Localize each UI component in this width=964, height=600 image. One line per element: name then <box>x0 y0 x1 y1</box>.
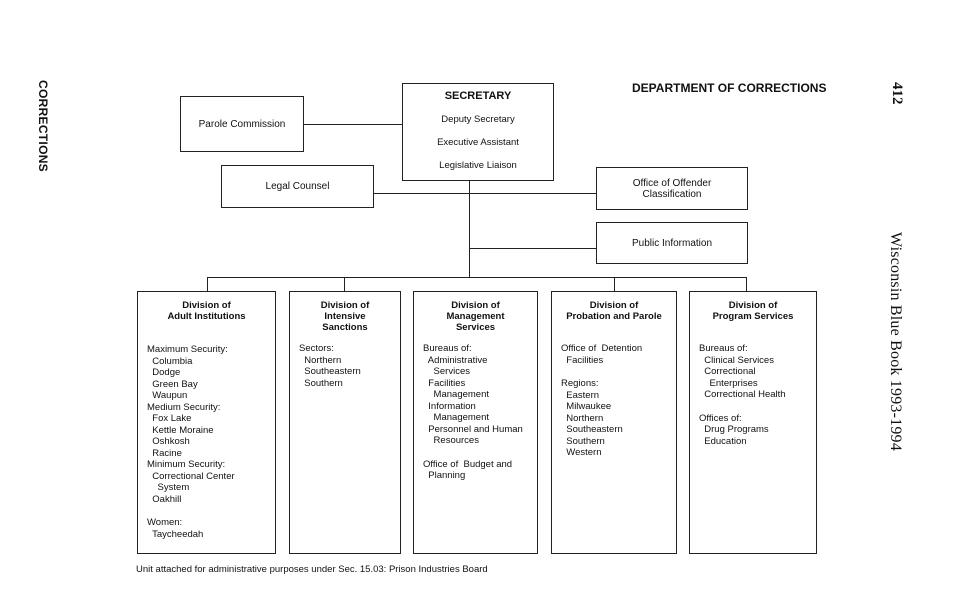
division-line: Correctional Health <box>699 389 786 400</box>
department-header: DEPARTMENT OF CORRECTIONS <box>632 81 827 95</box>
division-line: Offices of: <box>699 412 742 424</box>
side-section-label: CORRECTIONS <box>36 80 50 172</box>
connector-divisions-bar <box>207 277 747 279</box>
division-box: Division of Management Services Bureaus … <box>413 291 538 554</box>
division-line: Oshkosh <box>147 436 190 447</box>
secretary-title: SECRETARY <box>444 90 512 102</box>
connector-div-5 <box>746 277 748 291</box>
page-number: 412 <box>889 82 905 105</box>
division-line: Southern <box>561 435 605 447</box>
division-body: Bureaus of: Administrative Services Faci… <box>414 343 537 482</box>
division-line: Western <box>561 447 602 458</box>
division-title: Division of Management Services <box>446 300 505 333</box>
division-line: Northern <box>561 412 604 424</box>
book-title: Wisconsin Blue Book 1993-1994 <box>887 232 904 451</box>
division-line: Fox Lake <box>147 413 192 424</box>
division-line: Enterprises <box>699 377 758 389</box>
connector-div-1 <box>207 277 209 291</box>
division-line: Women: <box>147 517 183 528</box>
division-line: Office of Detention <box>561 343 643 354</box>
connector-legal-offender <box>374 193 596 195</box>
division-line: Milwaukee <box>561 401 612 412</box>
secretary-line: Executive Assistant <box>437 137 519 148</box>
parole-commission-label: Parole Commission <box>198 118 286 130</box>
division-line: Southern <box>299 377 343 389</box>
legal-counsel-label: Legal Counsel <box>265 181 330 192</box>
division-line: System <box>147 482 190 493</box>
division-line: Minimum Security: <box>147 459 226 470</box>
division-line: Dodge <box>147 367 181 378</box>
division-line: Medium Security: <box>147 401 221 413</box>
division-line: Planning <box>423 470 466 481</box>
division-line: Correctional <box>699 366 756 377</box>
division-line: Eastern <box>561 389 600 401</box>
connector-public-info <box>469 248 596 250</box>
division-line: Management <box>423 389 490 400</box>
division-line: Drug Programs <box>699 424 769 435</box>
division-line: Information <box>423 400 476 412</box>
division-box: Division of Probation and Parole Office … <box>551 291 677 554</box>
division-line: Bureaus of: <box>699 343 748 354</box>
division-box: Division of Adult Institutions Maximum S… <box>137 291 276 554</box>
connector-div-2 <box>344 277 346 291</box>
division-line: Kettle Moraine <box>147 424 214 436</box>
connector-parole <box>304 124 402 126</box>
secretary-line: Deputy Secretary <box>441 114 515 125</box>
spacer <box>147 505 275 517</box>
division-title: Division of Intensive Sanctions <box>320 300 370 333</box>
division-line: Facilities <box>423 377 466 389</box>
legal-counsel-box: Legal Counsel <box>221 165 374 208</box>
division-line: Personnel and Human <box>423 423 523 435</box>
division-line: Waupun <box>147 390 188 401</box>
spacer <box>423 447 537 459</box>
division-line: Green Bay <box>147 378 198 390</box>
division-body: Maximum Security: Columbia Dodge Green B… <box>138 344 275 540</box>
division-line: Office of Budget and <box>423 458 513 470</box>
division-line: Services <box>423 366 470 377</box>
division-line: Management <box>423 412 490 423</box>
public-information-box: Public Information <box>596 222 748 264</box>
division-line: Bureaus of: <box>423 343 472 354</box>
parole-commission-box: Parole Commission <box>180 96 304 152</box>
division-box: Division of Program Services Bureaus of:… <box>689 291 817 554</box>
division-box: Division of Intensive Sanctions Sectors:… <box>289 291 401 554</box>
public-information-label: Public Information <box>631 237 713 249</box>
division-line: Correctional Center <box>147 470 235 482</box>
division-line: Northern <box>299 354 342 366</box>
connector-main-vertical <box>469 180 471 278</box>
division-line: Administrative <box>423 354 488 366</box>
division-line: Southeastern <box>561 424 623 435</box>
division-title: Division of Adult Institutions <box>167 300 246 322</box>
offender-classification-label: Office of Offender Classification <box>632 177 712 200</box>
division-line: Regions: <box>561 378 599 389</box>
division-line: Columbia <box>147 355 193 367</box>
division-line: Taycheedah <box>147 528 204 540</box>
division-body: Bureaus of: Clinical Services Correction… <box>690 343 816 447</box>
division-line: Maximum Security: <box>147 344 228 355</box>
division-line: Clinical Services <box>699 354 774 366</box>
division-line: Resources <box>423 435 479 446</box>
division-line: Racine <box>147 447 182 459</box>
division-title: Division of Probation and Parole <box>566 300 662 322</box>
footnote: Unit attached for administrative purpose… <box>136 564 488 575</box>
offender-classification-box: Office of Offender Classification <box>596 167 748 210</box>
division-line: Facilities <box>561 354 604 366</box>
secretary-box: SECRETARY Deputy Secretary Executive Ass… <box>402 83 554 181</box>
secretary-line: Legislative Liaison <box>439 160 517 171</box>
connector-div-4 <box>614 277 616 291</box>
division-line: Education <box>699 435 747 447</box>
spacer <box>699 401 816 413</box>
division-line: Sectors: <box>299 343 334 354</box>
division-line: Oakhill <box>147 493 182 505</box>
spacer <box>561 366 676 378</box>
division-title: Division of Program Services <box>712 300 794 322</box>
division-line: Southeastern <box>299 366 361 377</box>
division-body: Sectors: Northern Southeastern Southern <box>290 343 400 389</box>
